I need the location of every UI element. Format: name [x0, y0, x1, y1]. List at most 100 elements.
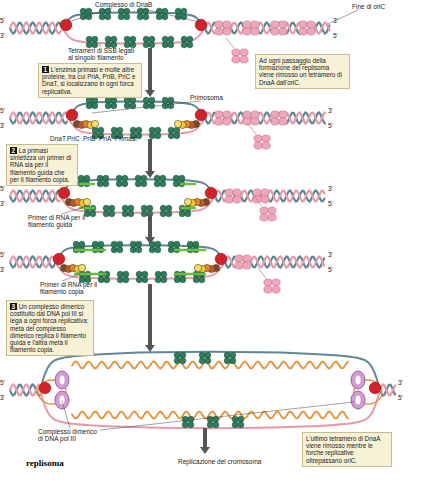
rna-primer	[75, 249, 105, 251]
dnaa-tetramer	[235, 255, 243, 262]
step-arrow	[145, 284, 155, 352]
dnaa-tetramer	[307, 28, 315, 35]
ssb-tetramer	[193, 277, 199, 283]
pol-iii-ring	[55, 391, 69, 409]
ssb-tetramer	[97, 181, 103, 187]
ssb-tetramer	[230, 352, 236, 358]
strand-end: 3'	[0, 122, 5, 129]
dnaa-tetramer	[271, 111, 279, 118]
dnaa-tetramer	[233, 189, 241, 196]
ssb-tetramer	[136, 247, 142, 253]
dnab-helicase	[60, 19, 72, 31]
single-strand	[68, 101, 205, 118]
callout-text: Ad ogni passaggio della formazione del r…	[259, 57, 342, 86]
ssb-tetramer	[179, 211, 185, 217]
ssb-tetramer	[118, 14, 124, 20]
step-arrow	[145, 139, 155, 178]
annotation-label: Complesso di DnaB	[95, 1, 152, 8]
dnab-helicase	[369, 382, 381, 394]
dnaa-tetramer	[261, 196, 269, 203]
ssb-tetramer	[181, 36, 187, 42]
ssb-tetramer	[188, 422, 194, 428]
dnaa-tetramer	[279, 21, 287, 28]
strand-end: 3'	[328, 185, 333, 192]
ssb-tetramer	[122, 175, 128, 181]
ssb-tetramer	[109, 205, 115, 211]
ssb-tetramer	[160, 205, 166, 211]
dnaa-tetramer	[262, 135, 270, 142]
ssb-tetramer	[141, 205, 147, 211]
dnaa-tetramer	[243, 262, 251, 269]
protein-label: Primasi	[115, 135, 137, 142]
ssb-tetramer	[98, 277, 104, 283]
helix-strand	[10, 257, 55, 268]
ssb-tetramer	[162, 42, 168, 48]
ssb-tetramer	[238, 422, 244, 428]
ssb-tetramer	[168, 247, 174, 253]
leader-line	[140, 8, 199, 22]
ssb-tetramer	[86, 97, 92, 103]
annotation-label: Tetrameri di SSB legati al singolo filam…	[68, 47, 140, 61]
ssb-tetramer	[124, 8, 130, 14]
single-strand	[55, 262, 225, 279]
annotation-label: Primer di RNA per il filamento copia	[40, 281, 112, 295]
ssb-tetramer	[174, 241, 180, 247]
ssb-tetramer	[111, 36, 117, 42]
ssb-tetramer	[162, 14, 168, 20]
strand-end: 3'	[328, 107, 333, 114]
dnaa-tetramer	[232, 49, 240, 56]
helix-strand	[10, 113, 67, 124]
ssb-tetramer	[149, 247, 155, 253]
strand-end: 3'	[328, 251, 333, 258]
ssb-tetramer	[174, 358, 180, 364]
strand-end: 3'	[0, 394, 5, 401]
pol-iii-ring	[55, 371, 69, 389]
ssb-tetramer	[160, 181, 166, 187]
ssb-tetramer	[136, 133, 142, 139]
helix-strand	[10, 191, 60, 202]
ssb-tetramer	[124, 103, 130, 109]
ssb-tetramer	[130, 103, 136, 109]
annotation-label: Primosoma	[190, 94, 223, 101]
ssb-tetramer	[162, 97, 168, 103]
strand-end: 5'	[0, 185, 5, 192]
callout-text: L'ultimo tetramero di DnaA viene rimosso…	[306, 435, 380, 464]
ssb-tetramer	[92, 241, 98, 247]
strand-end: 3'	[333, 17, 338, 24]
dnab-helicase	[215, 253, 227, 265]
ssb-tetramer	[181, 8, 187, 14]
illustration-group	[10, 8, 395, 454]
ssb-tetramer	[187, 42, 193, 48]
ssb-tetramer	[92, 42, 98, 48]
ssb-tetramer	[111, 127, 117, 133]
ssb-tetramer	[111, 103, 117, 109]
dnab-helicase	[195, 109, 207, 121]
rna-primer	[181, 207, 195, 209]
ssb-tetramer	[180, 358, 186, 364]
ssb-tetramer	[111, 42, 117, 48]
pol-iii-ring	[351, 391, 365, 409]
ssb-tetramer	[73, 241, 79, 247]
removal-line	[226, 38, 234, 48]
ssb-tetramer	[224, 352, 230, 358]
dnaa-tetramer	[225, 196, 233, 203]
callout-number: 3	[10, 303, 17, 310]
ssb-tetramer	[160, 211, 166, 217]
ssb-tetramer	[149, 103, 155, 109]
dnab-helicase	[58, 187, 70, 199]
primosome-protein	[83, 198, 90, 205]
single-strand	[60, 196, 215, 213]
annotation-label: Complesso dimerico di DNA pol III	[38, 428, 100, 442]
leader-line	[100, 44, 101, 47]
ssb-tetramer	[199, 352, 205, 358]
ssb-tetramer	[168, 36, 174, 42]
ssb-tetramer	[143, 14, 149, 20]
ssb-tetramer	[168, 42, 174, 48]
pol-iii-hole	[60, 396, 65, 405]
ssb-tetramer	[86, 103, 92, 109]
dnab-helicase	[195, 19, 207, 31]
ssb-tetramer	[205, 358, 211, 364]
ssb-tetramer	[180, 277, 186, 283]
ssb-tetramer	[105, 97, 111, 103]
